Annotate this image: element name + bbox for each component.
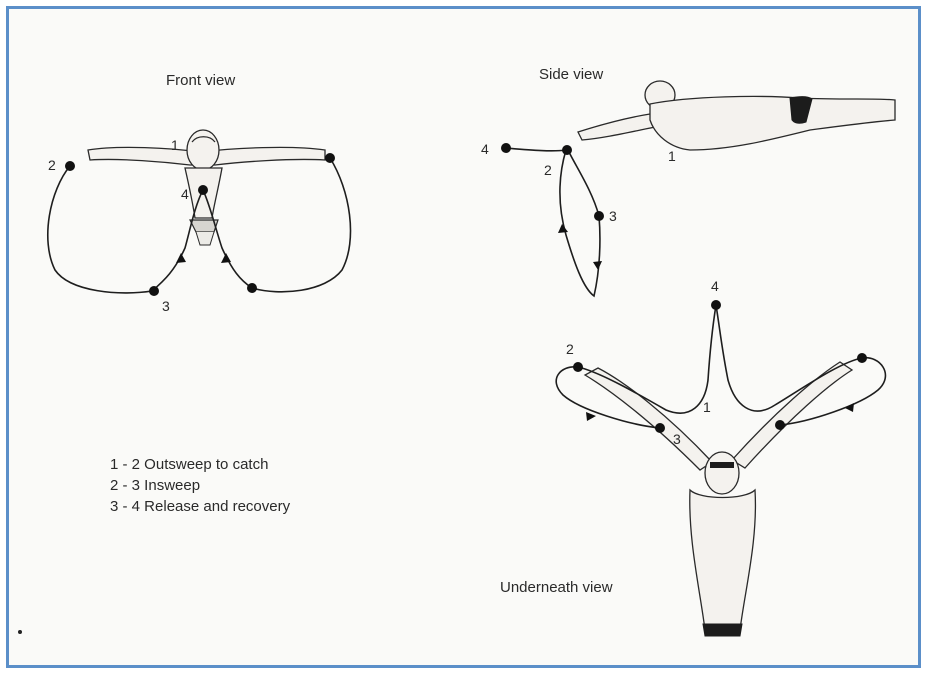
underneath-point-3-right [775,420,785,430]
front-point-2-right [325,153,335,163]
front-point-4 [198,185,208,195]
side-view-panel: Side view 4 2 3 1 [481,66,895,296]
front-stroke-path-right [203,158,351,292]
underneath-label-3: 3 [673,431,681,447]
underneath-view-title: Underneath view [500,579,613,596]
front-arrow-left [176,253,186,263]
underneath-label-2: 2 [566,341,574,357]
front-label-3: 3 [162,298,170,314]
underneath-label-4: 4 [711,278,719,294]
side-arrow-up [593,261,602,270]
side-swimmer-figure [578,81,895,150]
side-label-4: 4 [481,141,489,157]
underneath-swimmer-figure [585,362,852,636]
side-label-2: 2 [544,162,552,178]
front-label-2: 2 [48,157,56,173]
underneath-point-2-left [573,362,583,372]
underneath-arrow-right [845,403,854,412]
front-label-4: 4 [181,186,189,202]
front-stroke-path-left [48,166,203,293]
front-point-2-left [65,161,75,171]
legend-item-insweep: 2 - 3 Insweep [110,475,290,496]
underneath-point-2-right [857,353,867,363]
front-arrow-right [221,253,231,263]
underneath-point-3-left [655,423,665,433]
side-stroke-path [506,148,600,296]
side-label-1: 1 [668,148,676,164]
stray-mark [18,630,22,634]
front-point-3-left [149,286,159,296]
legend-item-outsweep: 1 - 2 Outsweep to catch [110,454,290,475]
side-label-3: 3 [609,208,617,224]
front-view-panel: Front view 1 2 4 3 [48,72,351,314]
side-point-3 [594,211,604,221]
side-arrow-down [558,224,568,233]
underneath-label-1: 1 [703,399,711,415]
front-point-3-right [247,283,257,293]
side-point-2 [562,145,572,155]
underneath-view-panel: Underneath view 4 2 1 3 [500,278,885,636]
front-view-title: Front view [166,72,235,89]
side-view-title: Side view [539,66,603,83]
legend-item-release: 3 - 4 Release and recovery [110,496,290,517]
phase-legend: 1 - 2 Outsweep to catch 2 - 3 Insweep 3 … [110,454,290,517]
underneath-point-4 [711,300,721,310]
side-point-4 [501,143,511,153]
underneath-arrow-left [586,412,596,421]
front-label-1: 1 [171,137,179,153]
